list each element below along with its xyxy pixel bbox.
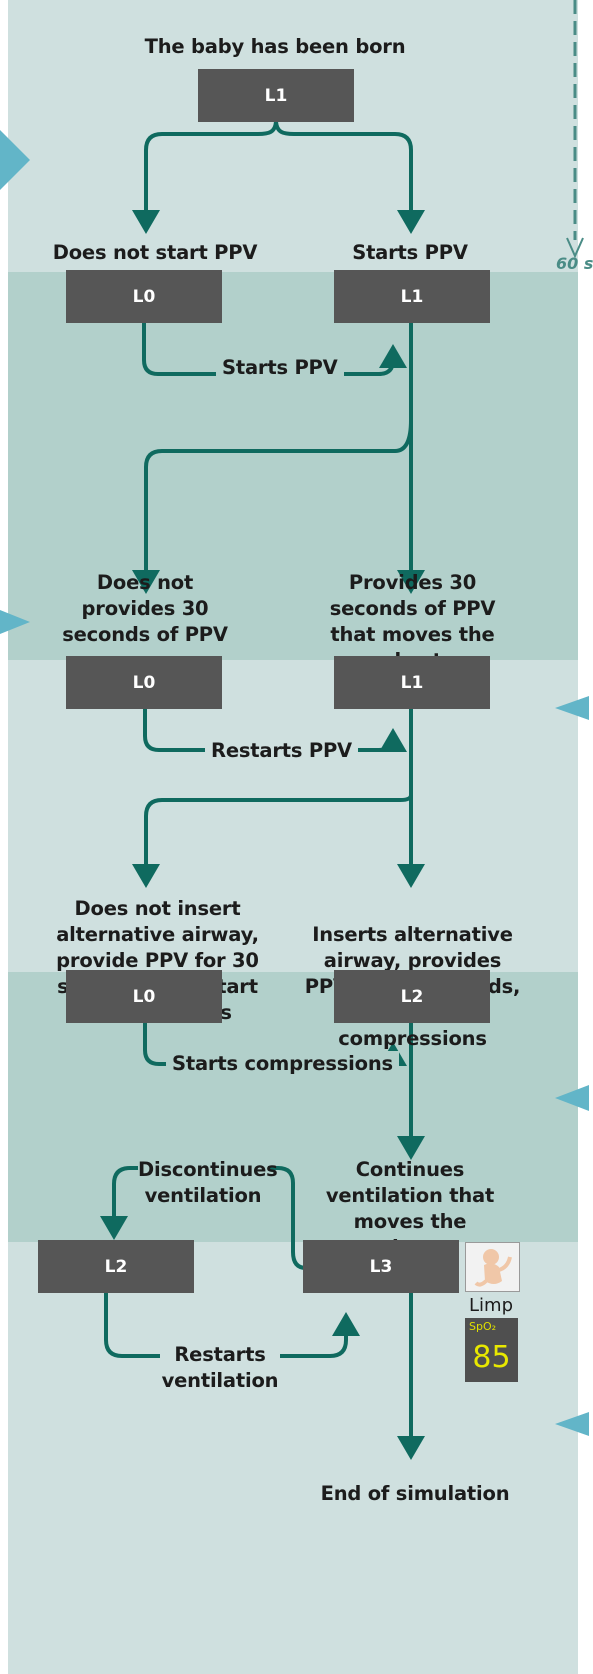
spo2-label: SpO₂ (469, 1320, 497, 1333)
timeline-arrowhead (566, 237, 584, 259)
edge-label-restarts-ppv: Restarts PPV (205, 738, 358, 764)
baby-tone-label: Limp (469, 1295, 513, 1316)
arrow-l1-to-not-insert (132, 794, 413, 888)
section-birth (8, 0, 578, 272)
section-ppv (8, 272, 578, 660)
level-box-l1-a: L1 (334, 270, 490, 323)
level-box-l1-b: L1 (334, 656, 490, 709)
time-marker-label: 60 s (556, 254, 593, 273)
spo2-value: 85 (472, 1340, 511, 1375)
end-label: End of simulation (320, 1482, 510, 1505)
level-box-l0-c: L0 (66, 970, 222, 1023)
right-marker-2 (555, 1085, 589, 1111)
level-box-l0-a: L0 (66, 270, 222, 323)
level-box-l1: L1 (198, 69, 354, 122)
left-marker-1 (0, 130, 30, 190)
level-box-l2-a: L2 (334, 970, 490, 1023)
edge-label-starts-ppv: Starts PPV (216, 355, 344, 381)
left-marker-2 (0, 610, 30, 634)
edge-label-starts-compressions: Starts compressions (166, 1051, 399, 1077)
arrow-birth-to-no-ppv (132, 119, 278, 234)
branch-discontinues-ventilation: Discontinues ventilation (138, 1157, 278, 1209)
right-marker-3 (555, 1412, 589, 1436)
spo2-monitor: SpO₂ 85 (465, 1318, 518, 1382)
branch-starts-ppv: Starts PPV (352, 241, 468, 264)
branch-does-not-provide-30s: Does not provides 30 seconds of PPV (62, 571, 228, 646)
start-label: The baby has been born (144, 35, 406, 58)
section-ventilation (8, 1242, 578, 1674)
section-alt-airway (8, 660, 578, 972)
level-box-l2-b: L2 (38, 1240, 194, 1293)
arrow-discontinues (100, 1166, 307, 1270)
level-box-l0-b: L0 (66, 656, 222, 709)
arrow-birth-to-ppv (274, 119, 425, 234)
edge-label-restarts-ventilation: Restarts ventilation (160, 1342, 280, 1394)
level-box-l3: L3 (303, 1240, 459, 1293)
right-marker-1 (555, 696, 589, 720)
arrow-l1-to-not-provides (132, 419, 413, 594)
branch-does-not-start-ppv: Does not start PPV (52, 241, 258, 264)
baby-icon (465, 1242, 520, 1292)
